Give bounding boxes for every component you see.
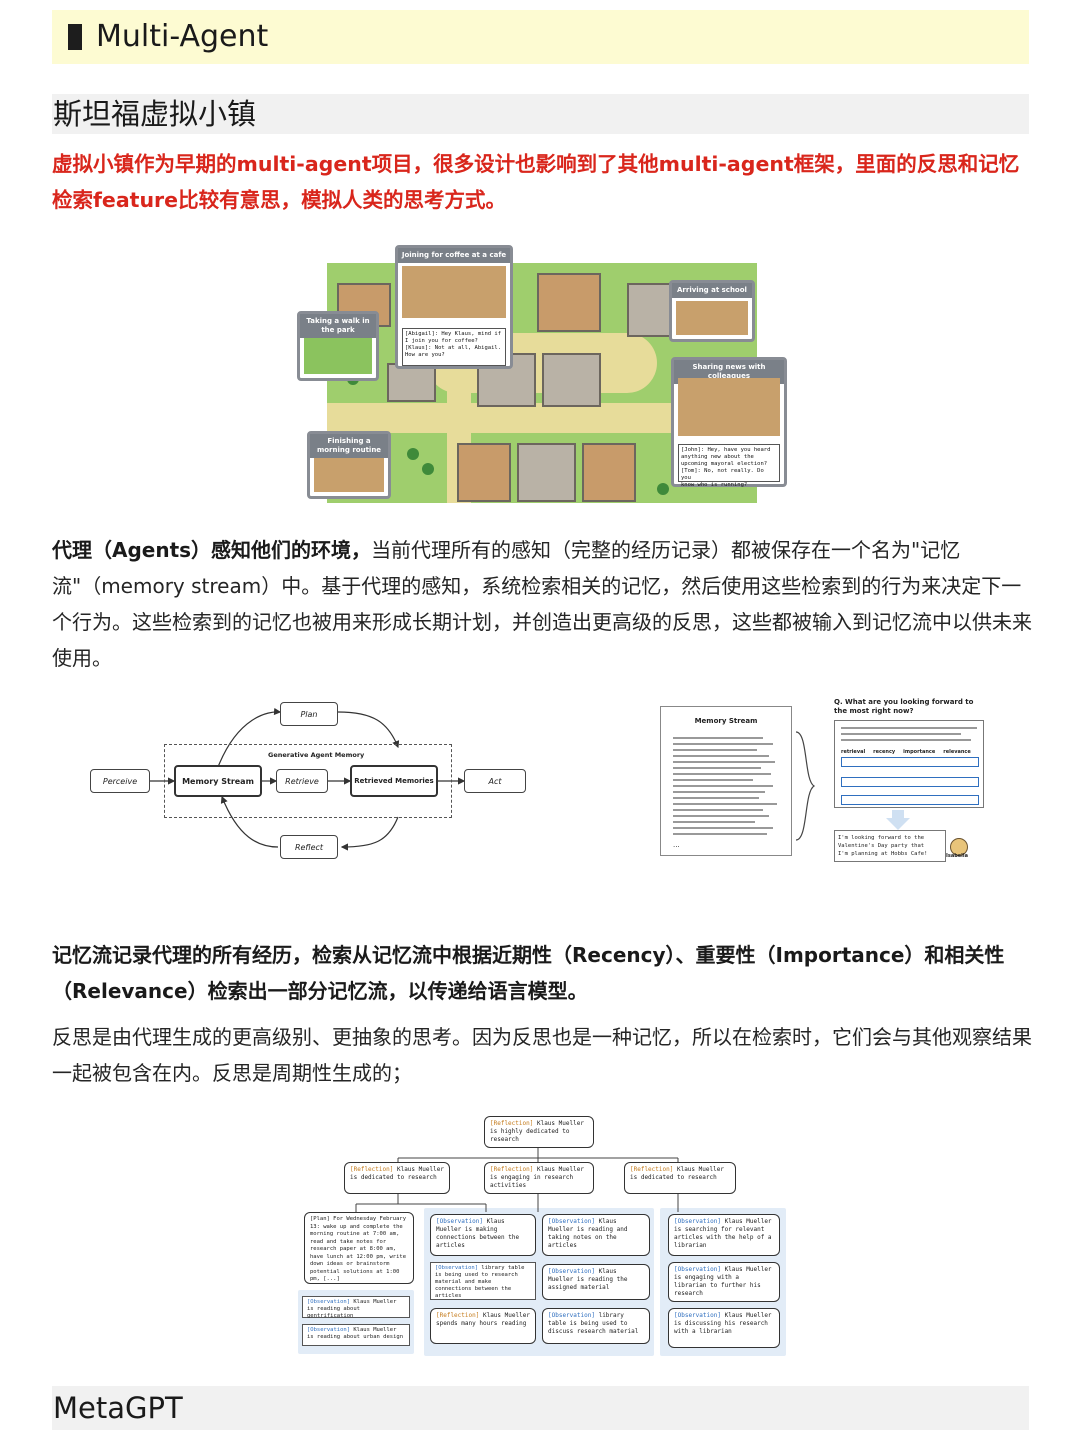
observation-tag: [Observation] [436,1218,483,1225]
reflection-node: [Reflection] Klaus Mueller is engaging i… [484,1162,594,1194]
colleagues-chat: [John]: Hey, have you heard anything new… [678,444,780,488]
reflection-tree-lines [355,1148,679,1212]
observation-tag: [Observation] [548,1312,595,1319]
reflection-text: Klaus Mueller is dedicated to research [630,1166,724,1181]
retrieved-memories-node: Retrieved Memories [350,765,438,797]
recency-col: recency [873,749,896,755]
callout-park-title: Taking a walk in the park [300,314,376,338]
observation-text: Klaus Mueller is discussing his research… [674,1312,772,1335]
reflection-text: Klaus Mueller spends many hours reading [436,1312,530,1327]
callout-school: Arriving at school [669,280,755,342]
memory-stream-title: Memory Stream [694,717,758,725]
observation-tag: [Observation] [674,1266,721,1273]
paragraph-agents: 代理（Agents）感知他们的环境，当前代理所有的感知（完整的经历记录）都被保存… [52,532,1037,676]
paragraph-memory-stream: 记忆流记录代理的所有经历，检索从记忆流中根据近期性（Recency）、重要性（I… [52,943,1005,1003]
banner-bar-icon [68,24,82,50]
memory-brace-icon [795,731,816,841]
observation-text: Klaus Mueller is reading about urban des… [307,1327,404,1340]
observation-node: [Observation] library table is being use… [542,1308,650,1344]
observation-node: [Observation] Klaus Mueller is making co… [430,1214,536,1256]
top-reflection: [Reflection] Klaus Mueller is highly ded… [484,1116,594,1148]
section-title: 斯坦福虚拟小镇 [53,97,257,131]
reflection-tag: [Reflection] [436,1312,480,1319]
observation-tag: [Observation] [674,1312,721,1319]
observation-node: [Observation] Klaus Mueller is reading t… [542,1264,650,1300]
reflection-text: Klaus Mueller is dedicated to research [350,1166,444,1181]
act-node: Act [464,769,526,793]
reflection-tree: [Reflection] Klaus Mueller is highly ded… [298,1112,788,1358]
memory-stream-node: Memory Stream [174,765,262,797]
memory-group-label: Generative Agent Memory [268,751,365,759]
paragraph-agents-bold: 代理（Agents）感知他们的环境， [52,538,372,562]
reflect-node: Reflect [280,835,338,859]
callout-morning-title: Finishing a morning routine [310,434,388,458]
section-title: MetaGPT [53,1391,183,1425]
memory-question: Q. What are you looking forward to the m… [834,698,974,715]
observation-tag: [Observation] [435,1265,479,1271]
architecture-arrows [150,707,466,851]
reflection-tag: [Reflection] [630,1166,674,1173]
paragraph-reflection: 反思是由代理生成的更高级别、更抽象的思考。因为反思也是一种记忆，所以在检索时，它… [52,1025,1032,1085]
section-heading-metagpt: MetaGPT [52,1386,1029,1430]
retrieval-scores-panel: retrieval recency importance relevance [834,720,984,808]
observation-node: [Observation] library table is being use… [430,1262,536,1300]
observation-node: [Observation] Klaus Mueller is engaging … [668,1262,780,1302]
down-arrow-icon [886,810,910,830]
callout-school-title: Arriving at school [672,283,752,298]
retrieve-node: Retrieve [276,769,328,793]
plan-node: [Plan] For Wednesday February 13: wake u… [304,1212,414,1284]
observation-tag: [Observation] [674,1218,721,1225]
relevance-col: relevance [943,749,971,755]
callout-cafe: Joining for coffee at a cafe [Abigail]: … [395,245,513,369]
plan-node: Plan [280,702,338,726]
observation-text: Klaus Mueller is engaging with a librari… [674,1266,772,1297]
isabella-avatar [950,838,968,856]
intro-highlight: 虚拟小镇作为早期的multi-agent项目，很多设计也影响到了其他multi-… [52,152,1020,212]
reflection-node: [Reflection] Klaus Mueller is dedicated … [624,1162,736,1194]
retrieval-col: retrieval [841,749,866,755]
cafe-chat: [Abigail]: Hey Klaus, mind if I join you… [402,328,506,366]
answer-bubble: I'm looking forward to the Valentine's D… [834,830,946,862]
reflection-node: [Reflection] Klaus Mueller is dedicated … [344,1162,450,1194]
observation-tag: [Observation] [307,1327,351,1333]
observation-tag: [Observation] [307,1299,351,1305]
banner-title: Multi-Agent [96,19,269,54]
observation-node: [Observation] Klaus Mueller is searching… [668,1214,780,1256]
reflection-text: Klaus Mueller is engaging in research ac… [490,1166,584,1189]
perceive-node: Perceive [90,769,150,793]
observation-node: [Observation] Klaus Mueller is reading a… [302,1296,410,1319]
top-reflection-tag: [Reflection] [490,1120,534,1127]
top-reflection-text: Klaus Mueller is highly dedicated to res… [490,1120,584,1143]
observation-node: [Observation] Klaus Mueller is discussin… [668,1308,780,1348]
callout-park: Taking a walk in the park [297,311,379,381]
callout-colleagues: Sharing news with colleagues [John]: Hey… [671,357,787,488]
reflection-node: [Reflection] Klaus Mueller spends many h… [430,1308,536,1344]
reflection-tag: [Reflection] [490,1166,534,1173]
observation-tag: [Observation] [548,1218,595,1225]
memory-group-box [164,744,452,818]
callout-cafe-title: Joining for coffee at a cafe [398,248,510,263]
importance-col: importance [903,749,936,755]
observation-tag: [Observation] [548,1268,595,1275]
memory-stream-ellipsis: ... [673,841,680,849]
paragraph-agents-text: 当前代理所有的感知（完整的经历记录）都被保存在一个名为"记忆流"（memory … [52,538,1032,670]
observation-text: Klaus Mueller is making connections betw… [436,1218,520,1249]
observation-text: Klaus Mueller is reading about gentrific… [307,1299,397,1319]
observation-text: Klaus Mueller is reading the assigned ma… [548,1268,628,1291]
observation-node: [Observation] Klaus Mueller is reading a… [302,1324,410,1346]
section-heading-stanford-town: 斯坦福虚拟小镇 [52,94,1029,134]
callout-morning: Finishing a morning routine [307,431,391,499]
observation-text: library table is being used to research … [435,1265,525,1299]
multi-agent-banner: Multi-Agent [52,10,1029,64]
observation-node: [Observation] Klaus Mueller is reading a… [542,1214,650,1256]
observation-text: Klaus Mueller is reading and taking note… [548,1218,628,1249]
observation-text: Klaus Mueller is searching for relevant … [674,1218,772,1249]
isabella-label: Isabella [946,853,968,859]
reflection-tag: [Reflection] [350,1166,394,1173]
architecture-diagram: Generative Agent Memory Perceive Memory … [88,697,538,862]
memory-stream-panel: Memory Stream ... [660,706,792,856]
town-figure: Joining for coffee at a cafe [Abigail]: … [297,245,787,507]
observation-text: library table is being used to discuss r… [548,1312,639,1335]
